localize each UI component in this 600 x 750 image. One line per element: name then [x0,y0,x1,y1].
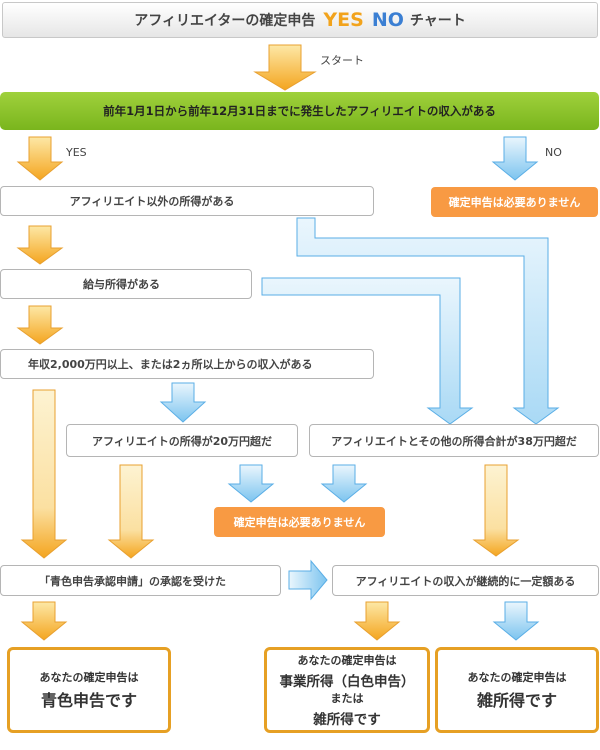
start-arrow [253,44,317,91]
question-total-over-380k: アフィリエイトとその他の所得合計が38万円超だ [309,424,599,457]
yes-arrow-3 [16,305,64,345]
result-blue-sub: あなたの確定申告は [39,671,139,684]
chart-title: アフィリエイターの確定申告 YES NO チャート [2,2,598,38]
result-business-or-misc: あなたの確定申告は 事業所得（白色申告） または 雑所得です [264,647,430,733]
no-arrow-q4-to-q5 [159,382,207,423]
title-suffix: チャート [409,13,466,29]
yes-arrow-2 [16,225,64,265]
title-prefix: アフィリエイターの確定申告 [134,13,316,29]
no-arrow-q8-to-r3 [492,601,540,641]
no-arrow-q5-to-nofiling [227,464,275,503]
yes-arrow-1 [16,136,64,181]
question-high-income: 年収2,000万円以上、または2ヵ所以上からの収入がある [0,349,374,379]
result-business-main2: 雑所得です [313,712,381,728]
result-blue-filing: あなたの確定申告は 青色申告です [7,647,171,733]
no-arrow-q3-to-q6 [261,277,474,425]
result-misc-sub: あなたの確定申告は [467,671,567,684]
yes-arrow-q6-to-q8 [472,464,520,557]
question-affiliate-income: 前年1月1日から前年12月31日までに発生したアフィリエイトの収入がある [0,92,599,130]
question-salary-income: 給与所得がある [0,269,252,299]
question-continuous-income: アフィリエイトの収入が継続的に一定額ある [332,565,599,596]
no-label: NO [545,146,562,159]
no-arrow-q2-to-q6 [296,217,560,425]
result-no-filing-1: 確定申告は必要ありません [431,187,598,217]
yes-label: YES [66,146,87,159]
yes-arrow-q8-to-r2 [353,601,401,641]
question-blue-application: 「青色申告承認申請」の承認を受けた [0,565,281,596]
yes-arrow-q4-to-q7 [20,389,68,559]
title-no: NO [371,9,404,31]
no-arrow-q6-to-nofiling [320,464,368,503]
result-misc-income: あなたの確定申告は 雑所得です [435,647,599,733]
yes-arrow-q5-to-q7 [107,464,155,559]
start-label: スタート [320,54,364,67]
result-no-filing-2: 確定申告は必要ありません [214,507,385,537]
no-arrow-q7-to-q8 [288,559,328,601]
result-misc-main: 雑所得です [476,691,557,710]
yes-arrow-q7-to-r1 [20,601,68,641]
no-arrow-1 [491,136,539,181]
question-affiliate-over-200k: アフィリエイトの所得が20万円超だ [66,424,298,457]
result-business-sub: あなたの確定申告は [297,654,397,667]
result-blue-main: 青色申告です [40,691,137,710]
question-other-income: アフィリエイト以外の所得がある [0,186,374,216]
title-yes: YES [323,9,364,31]
result-business-main: 事業所得（白色申告） [279,674,415,690]
result-business-or: または [330,692,364,705]
